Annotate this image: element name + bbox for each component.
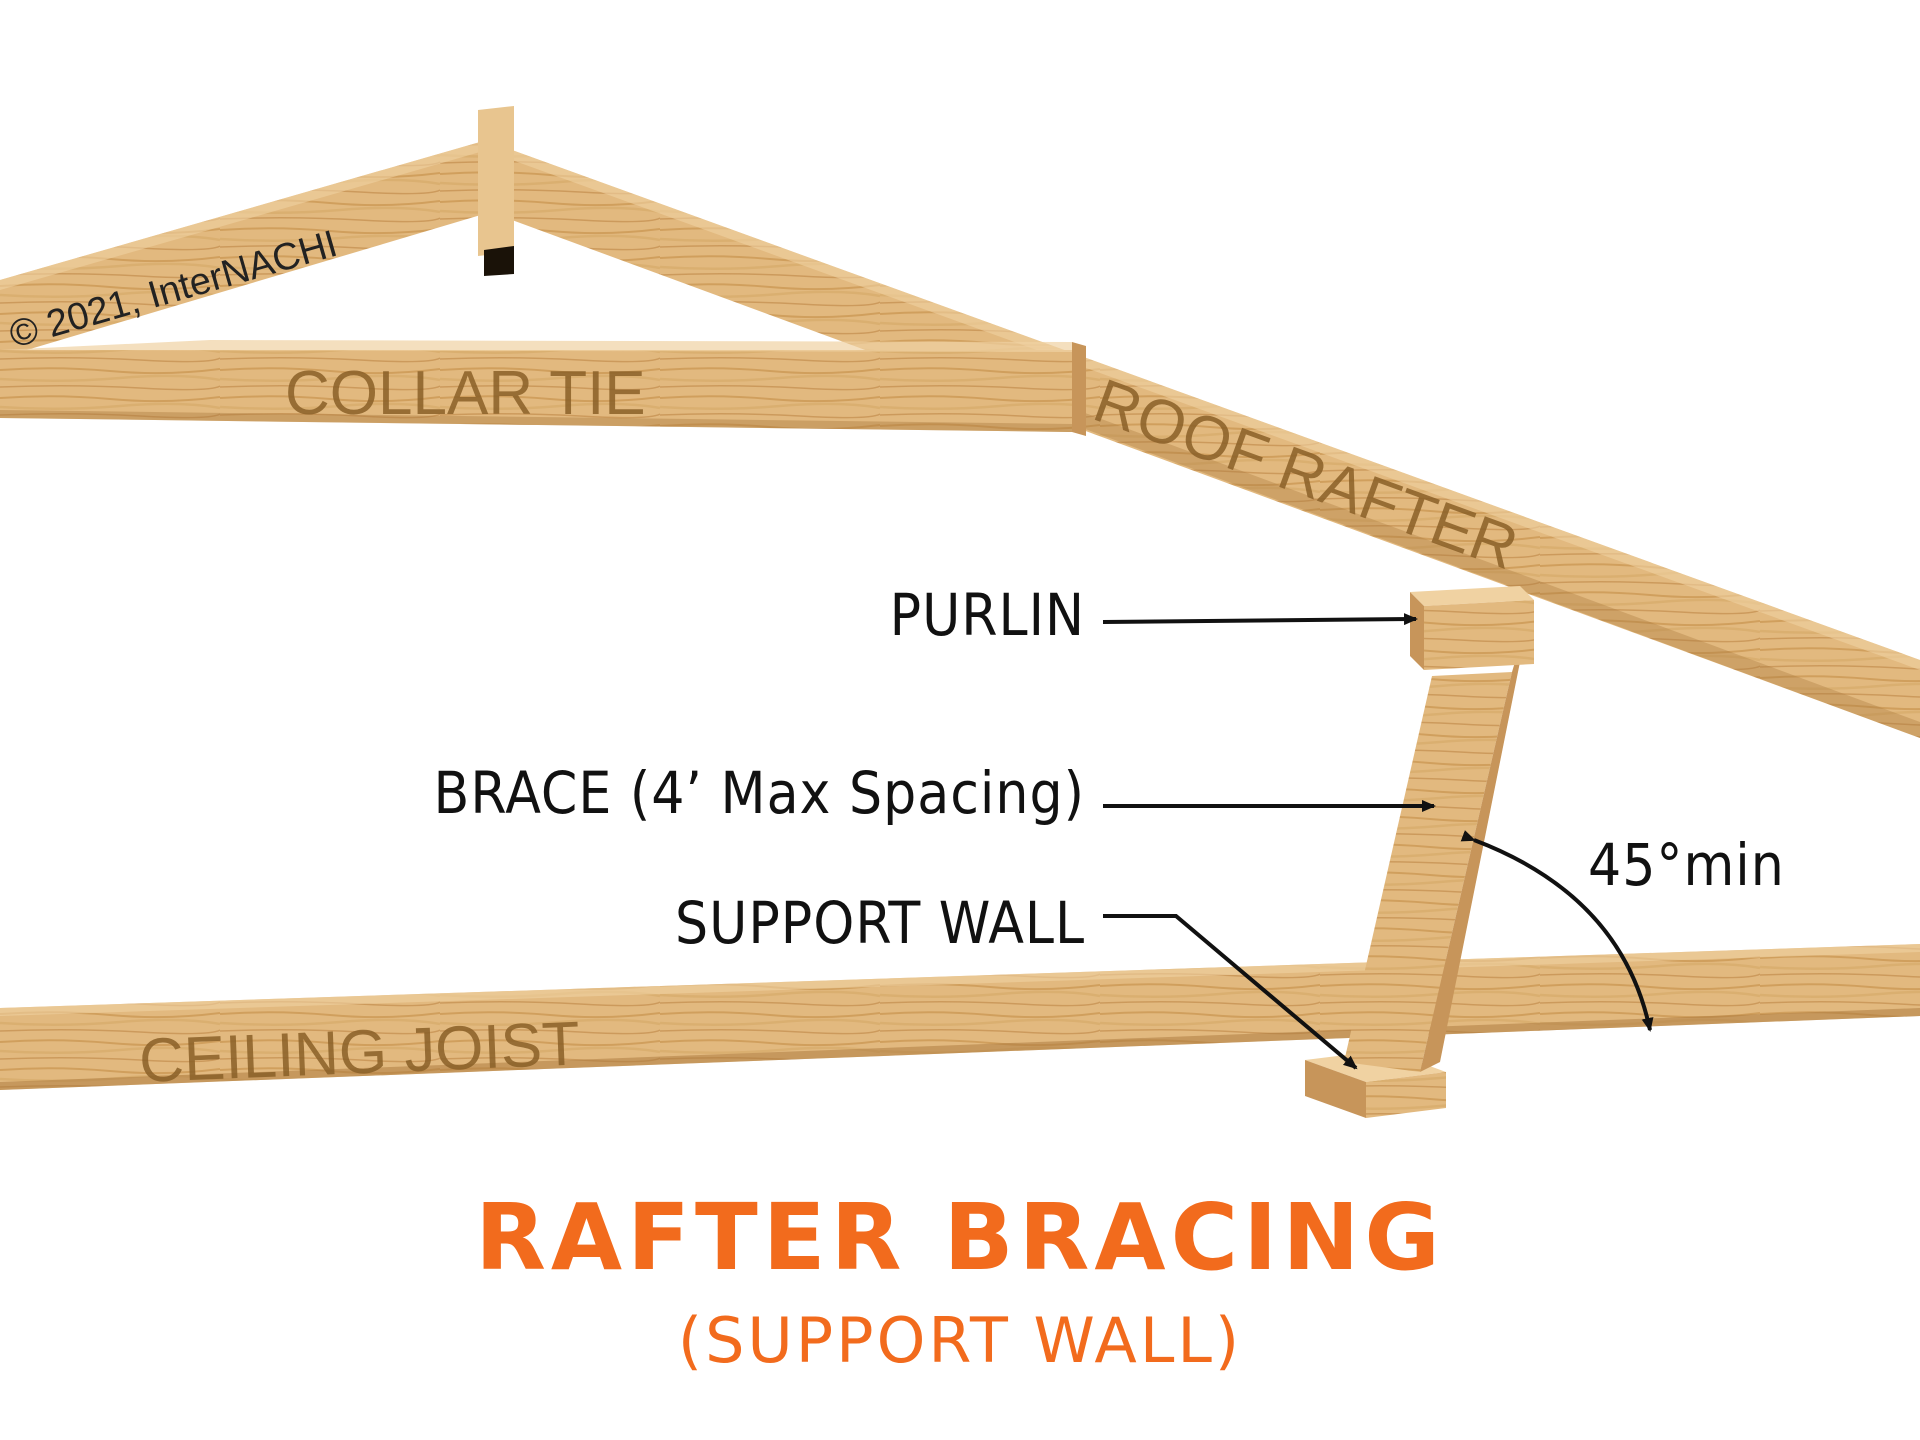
angle-callout: 45°min <box>1588 831 1785 899</box>
diagram-subtitle: (SUPPORT WALL) <box>677 1304 1243 1377</box>
left-rafter: © 2021, InterNACHI <box>0 142 484 358</box>
ceiling-joist: CEILING JOIST <box>0 944 1920 1096</box>
collar-tie: COLLAR TIE <box>0 340 1086 436</box>
purlin-block <box>1410 586 1534 670</box>
roof-rafter-label: ROOF RAFTER <box>1085 366 1526 583</box>
diagram-title: RAFTER BRACING <box>475 1184 1445 1291</box>
collar-tie-label: COLLAR TIE <box>285 359 646 428</box>
purlin-callout: PURLIN <box>889 581 1085 649</box>
support-wall-leader <box>1103 914 1358 1070</box>
angle-arc <box>1460 830 1654 1032</box>
brace-callout: BRACE (4’ Max Spacing) <box>433 759 1085 827</box>
purlin-leader <box>1102 613 1418 626</box>
callout-leaders <box>1102 613 1654 1070</box>
ridge-board <box>478 106 514 276</box>
roof-rafter: ROOF RAFTER <box>512 150 1920 738</box>
support-wall-callout: SUPPORT WALL <box>674 889 1085 957</box>
